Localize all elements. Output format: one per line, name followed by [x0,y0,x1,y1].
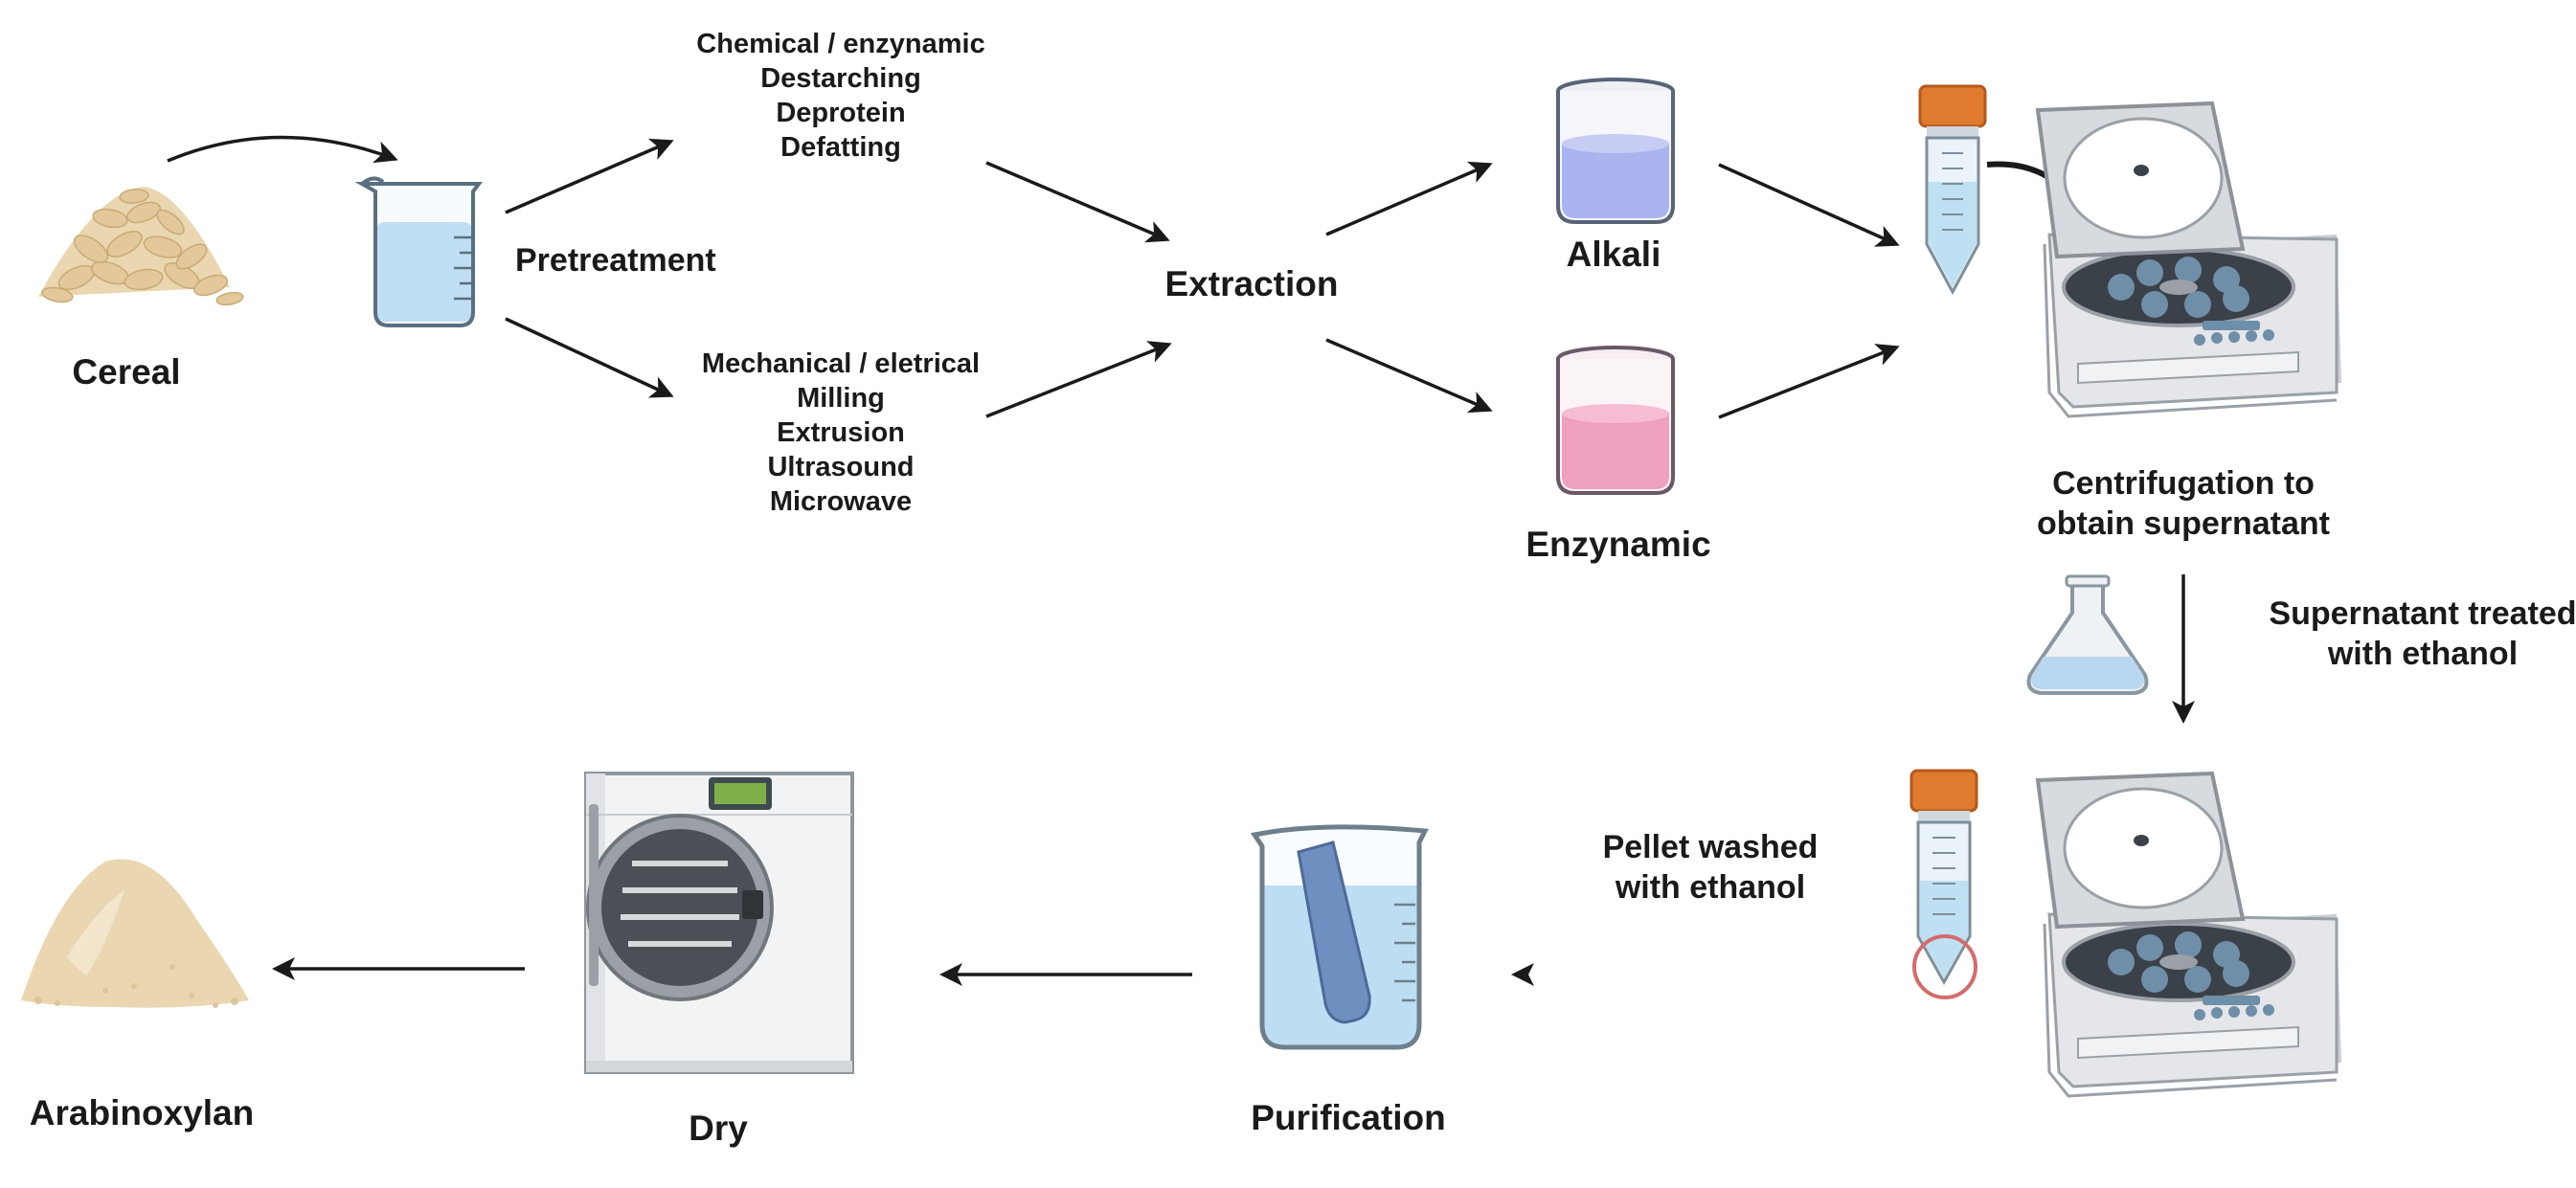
freeze-dryer-icon [584,772,854,1074]
pretreatment-label: Pretreatment [515,242,716,279]
cereal-grains-icon [38,187,244,306]
purification-label: Purification [1251,1098,1446,1137]
chemical-line-1: Chemical / enzynamic [696,29,985,59]
arrow-mechanical-to-extraction [985,341,1172,418]
arrow-extraction-to-enzynamic [1325,338,1493,414]
arrow-alkali-to-centrifuge [1718,163,1900,247]
mechanical-line-4: Ultrasound [767,452,915,482]
arrow-extraction-to-alkali [1325,161,1493,236]
enzynamic-label: Enzynamic [1525,525,1711,564]
arrow-cereal-to-beaker [167,135,398,164]
mechanical-methods-label: Mechanical / eletrical Milling Extrusion… [702,347,980,519]
centrifuge-tube-icon [1918,84,2101,296]
arrows [167,135,2195,986]
extraction-label: Extraction [1164,264,1339,303]
arrow-beaker-to-mechanical [505,317,674,398]
chemical-line-2: Destarching [760,63,921,94]
arabinoxylan-powder-icon [21,859,249,1008]
alkali-beaker-icon [1556,78,1675,224]
mechanical-line-5: Microwave [769,486,913,517]
centrifuge-bottom-icon [2035,771,2341,1098]
pellet-washed-label: Pellet washed with ethanol [1603,827,1819,908]
arabinoxylan-label: Arabinoxylan [29,1093,255,1132]
mechanical-line-3: Extrusion [777,417,905,448]
arrow-beaker-to-chemical [505,138,674,214]
centrifugation-line-2: obtain supernatant [2036,505,2331,542]
pellet-line-1: Pellet washed [1602,829,1819,865]
centrifugation-label: Centrifugation to obtain supernatant [2037,463,2330,544]
alkali-label: Alkali [1566,235,1661,274]
arrow-enzynamic-to-centrifuge [1718,344,1900,419]
centrifugation-line-1: Centrifugation to [2052,465,2315,502]
supernatant-line-2: with ethanol [2327,636,2519,672]
pellet-highlight-circle [1912,934,1977,999]
purification-beaker-icon [1250,824,1429,1050]
dry-label: Dry [689,1109,748,1148]
enzynamic-beaker-icon [1556,346,1675,495]
supernatant-line-1: Supernatant treated [2269,595,2576,632]
arrow-chemical-to-extraction [985,161,1170,243]
chemical-line-4: Defatting [780,132,901,163]
supernatant-label: Supernatant treated with ethanol [2269,594,2576,674]
cereal-label: Cereal [72,352,181,392]
beaker-icon [354,176,483,327]
centrifuge-top-icon [2035,101,2341,418]
pellet-tube-icon [1909,769,1978,999]
chemical-methods-label: Chemical / enzynamic Destarching Deprote… [696,27,984,165]
flask-icon [2026,574,2149,695]
pellet-line-2: with ethanol [1615,869,1806,906]
mechanical-line-1: Mechanical / eletrical [701,348,981,379]
chemical-line-3: Deprotein [776,98,906,128]
mechanical-line-2: Milling [797,383,885,414]
